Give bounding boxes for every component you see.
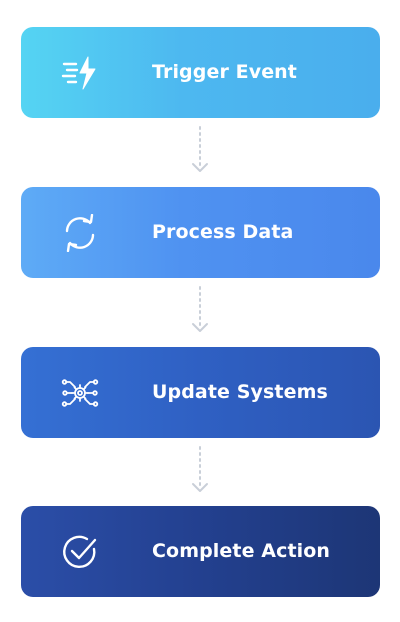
flow-connector-arrow bbox=[188, 445, 212, 497]
step-label: Complete Action bbox=[152, 540, 331, 562]
step-trigger-event: Trigger Event bbox=[21, 27, 380, 118]
flow-connector-arrow bbox=[188, 285, 212, 337]
check-circle-icon bbox=[61, 533, 99, 571]
flow-connector-arrow bbox=[188, 125, 212, 177]
gear-network-icon bbox=[61, 374, 99, 412]
step-label: Process Data bbox=[152, 221, 294, 243]
step-label: Update Systems bbox=[152, 381, 328, 403]
step-process-data: Process Data bbox=[21, 187, 380, 278]
step-label: Trigger Event bbox=[152, 61, 297, 83]
step-complete-action: Complete Action bbox=[21, 506, 380, 597]
lightning-speed-icon bbox=[61, 54, 99, 92]
step-update-systems: Update Systems bbox=[21, 347, 380, 438]
refresh-cycle-icon bbox=[61, 214, 99, 252]
